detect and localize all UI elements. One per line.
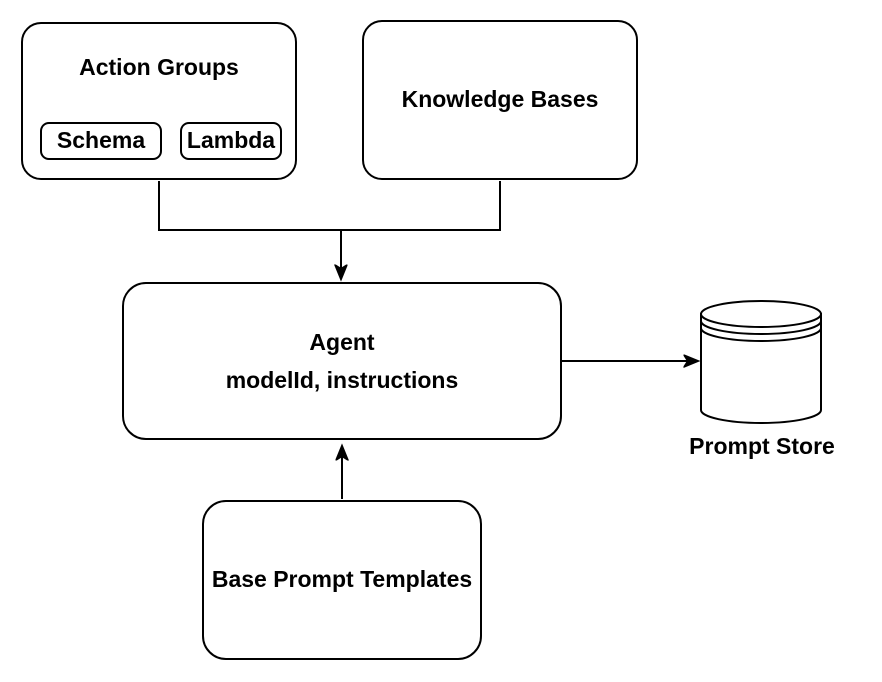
agent-subtitle: modelId, instructions (225, 367, 459, 393)
prompt-store-label: Prompt Store (689, 433, 835, 459)
prompt-store-cylinder-icon (700, 300, 822, 424)
knowledge-bases-label: Knowledge Bases (401, 86, 599, 113)
node-base-prompt-templates: Base Prompt Templates (202, 500, 482, 660)
cylinder-top-ellipse (700, 300, 822, 328)
cylinder-ring-2 (700, 327, 822, 342)
node-knowledge-bases: Knowledge Bases (362, 20, 638, 180)
cylinder-body (700, 313, 822, 424)
action-groups-label: Action Groups (79, 54, 239, 80)
agent-title: Agent (309, 329, 375, 355)
node-schema: Schema (40, 122, 162, 160)
cylinder-ring-1 (700, 320, 822, 335)
base-prompt-templates-label: Base Prompt Templates (211, 566, 473, 593)
node-agent: Agent modelId, instructions (122, 282, 562, 440)
schema-label: Schema (56, 127, 146, 154)
lambda-label: Lambda (186, 127, 276, 154)
node-lambda: Lambda (180, 122, 282, 160)
